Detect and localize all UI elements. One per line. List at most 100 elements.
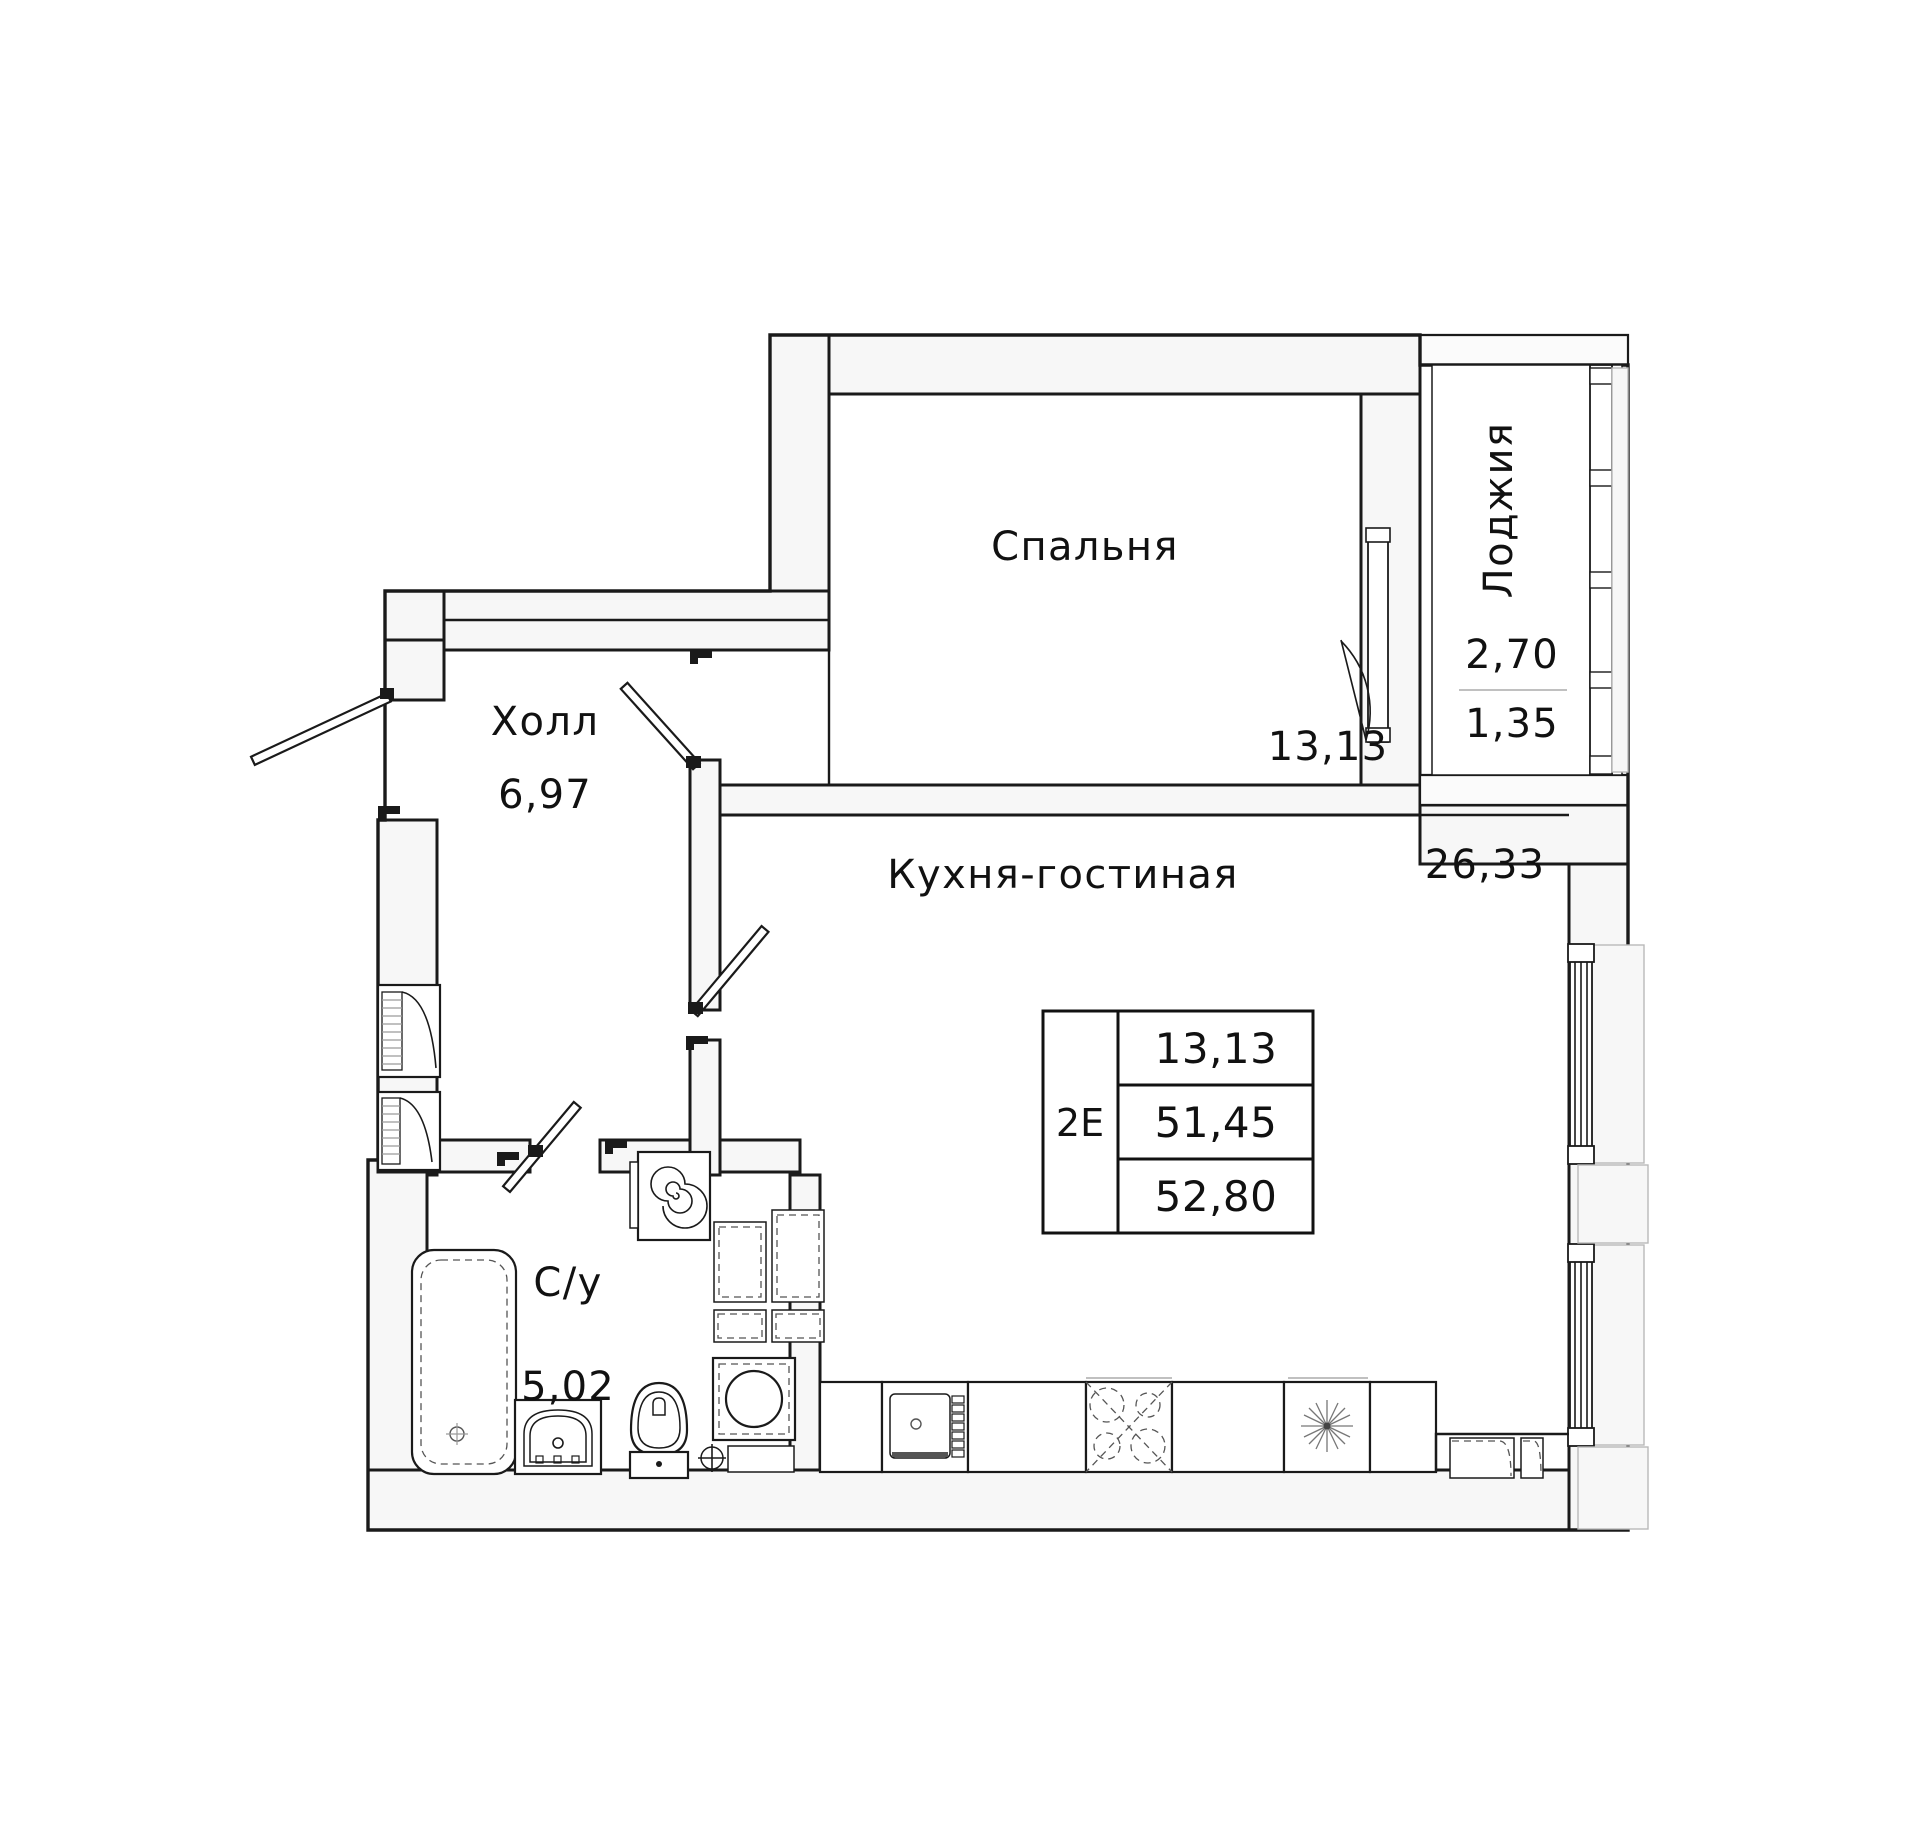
- hall-to-kitchen-door[interactable]: [688, 924, 771, 1018]
- right-wall-band-bottom: [1577, 1446, 1649, 1530]
- utility-shaft-group: [376, 983, 442, 1172]
- bathroom-cabinet-tall-a-inset: [718, 1226, 762, 1298]
- bathroom-cabinet-low-a: [713, 1309, 767, 1343]
- kitchen-window-lower-outer: [1591, 1244, 1645, 1446]
- room-area-kitchen-living: 26,33: [1425, 842, 1546, 888]
- wall-bedroom-top: [768, 333, 1422, 396]
- room-label-hall: Холл: [491, 699, 600, 745]
- loggia-door[interactable]: [1340, 527, 1391, 743]
- bathroom-cabinet-tall-b-inset: [776, 1214, 820, 1298]
- kitchen-sink: [1301, 1400, 1353, 1452]
- floor-drain: [698, 1444, 726, 1472]
- loggia-mullion-1: [1589, 367, 1613, 385]
- room-label-bedroom: Спальня: [991, 524, 1179, 570]
- info-table-value-total: 51,45: [1155, 1098, 1278, 1147]
- water-heater-bracket: [629, 1161, 639, 1229]
- kitchen-fixtures-group: [818, 1377, 1569, 1479]
- room-label-loggia: Лоджия: [1476, 422, 1522, 599]
- nib-bath-top-left: [497, 1152, 519, 1166]
- bathroom-fixtures-group: [410, 1150, 825, 1480]
- loggia-mullion-5: [1589, 755, 1613, 775]
- loggia-door-jamb-bottom: [1365, 727, 1391, 743]
- bathroom-cabinet-low-b: [771, 1309, 825, 1343]
- cooktop-diag-2: [1085, 1381, 1173, 1473]
- info-table-code: 2E: [1056, 1101, 1104, 1145]
- toilet-fix-dot: [656, 1461, 662, 1467]
- washbasin-overflow-2: [553, 1455, 562, 1464]
- bathroom-base-unit: [727, 1445, 795, 1473]
- wall-nibs-group: [378, 650, 712, 1166]
- cooktop-burner-bl: [1093, 1432, 1121, 1460]
- kitchen-window-lower-jamb-bottom: [1567, 1427, 1595, 1447]
- wardrobe-section-b-door: [1523, 1440, 1542, 1477]
- wall-bedroom-left: [768, 333, 831, 622]
- nib-hall-left-bottom: [378, 806, 400, 820]
- washbasin-drain: [552, 1437, 564, 1449]
- bathroom-door[interactable]: [501, 1100, 583, 1194]
- wardrobe-section-a-door: [1452, 1440, 1512, 1477]
- cooktop-burner-br: [1130, 1428, 1166, 1464]
- washing-machine-drum: [724, 1369, 784, 1429]
- wall-loggia-top: [1418, 333, 1630, 367]
- oven-knob: [910, 1418, 922, 1430]
- bathroom-cabinet-tall-b: [771, 1209, 825, 1303]
- inner-walls-group: [442, 392, 1569, 817]
- loggia-mullion-3: [1589, 571, 1613, 589]
- info-table: [1041, 1009, 1315, 1235]
- bathroom-cabinet-tall-a: [713, 1221, 767, 1303]
- room-area-loggia-reduced: 1,35: [1465, 701, 1559, 747]
- cooktop-burner-tr: [1135, 1392, 1161, 1418]
- outer-contour: [366, 333, 1630, 1532]
- washbasin-overflow-3: [571, 1455, 580, 1464]
- room-area-bedroom: 13,13: [1268, 724, 1389, 770]
- built-in-wardrobe: [1449, 1437, 1544, 1479]
- kitchen-door-hinge: [688, 1002, 703, 1014]
- washbasin-bowl-inner: [529, 1415, 587, 1463]
- utility-shaft-arc-upper: [401, 991, 437, 1069]
- room-area-loggia: 2,70: [1465, 632, 1559, 678]
- kitchen-window-upper-jamb-bottom: [1567, 1145, 1595, 1165]
- kitchen-window-upper-jamb-top: [1567, 943, 1595, 963]
- room-label-bathroom: С/у: [533, 1260, 602, 1306]
- utility-shaft-arc-lower: [399, 1097, 433, 1163]
- toilet-button: [652, 1397, 666, 1416]
- wall-outline-group: [366, 333, 1630, 1532]
- right-wall-band-mid: [1577, 1164, 1649, 1244]
- entrance-door-leaf[interactable]: [249, 691, 393, 767]
- wall-hall-kitchen: [688, 783, 1422, 817]
- utility-shaft-grille-lower: [381, 1097, 401, 1165]
- kitchen-window-upper: [1567, 943, 1645, 1165]
- bathroom-cabinet-low-b-inset: [775, 1313, 821, 1339]
- loggia-glazing-inner: [1589, 364, 1613, 776]
- nib-hall-top-right: [690, 650, 712, 664]
- kitchen-cabinet-sink: [1282, 1380, 1372, 1474]
- wall-bathroom-right: [688, 1038, 722, 1177]
- info-table-value-total-loggia: 52,80: [1155, 1172, 1278, 1221]
- entrance-door[interactable]: [249, 688, 394, 767]
- oven: [889, 1393, 965, 1459]
- bathroom-door-hinge: [528, 1145, 543, 1157]
- loggia-door-leaf[interactable]: [1367, 529, 1389, 743]
- bathtub-outer: [410, 1248, 518, 1476]
- room-area-bathroom: 5,02: [521, 1364, 615, 1410]
- hall-to-bedroom-door[interactable]: [619, 681, 702, 771]
- water-heater: [629, 1150, 712, 1242]
- kitchen-window-lower-jamb-top: [1567, 1243, 1595, 1263]
- oven-control-strip: [951, 1395, 965, 1458]
- utility-shaft-grille-upper: [381, 991, 403, 1071]
- entrance-door-hinge: [380, 688, 394, 699]
- washing-machine: [711, 1356, 797, 1442]
- kitchen-window-lower: [1567, 1243, 1645, 1447]
- wardrobe-section-a: [1449, 1437, 1515, 1479]
- room-label-kitchen-living: Кухня-гостиная: [887, 852, 1239, 898]
- bathroom-cabinet-low-a-inset: [717, 1313, 763, 1339]
- washbasin: [513, 1398, 603, 1476]
- bathtub-inner: [420, 1259, 508, 1465]
- washing-machine-inset: [718, 1363, 790, 1435]
- bedroom-outline: [442, 392, 1363, 787]
- loggia-mullion-2: [1589, 469, 1613, 487]
- kitchen-cabinet-2: [966, 1380, 1088, 1474]
- kitchen-cabinet-4: [1368, 1380, 1438, 1474]
- bedroom-door-hinge: [686, 756, 701, 768]
